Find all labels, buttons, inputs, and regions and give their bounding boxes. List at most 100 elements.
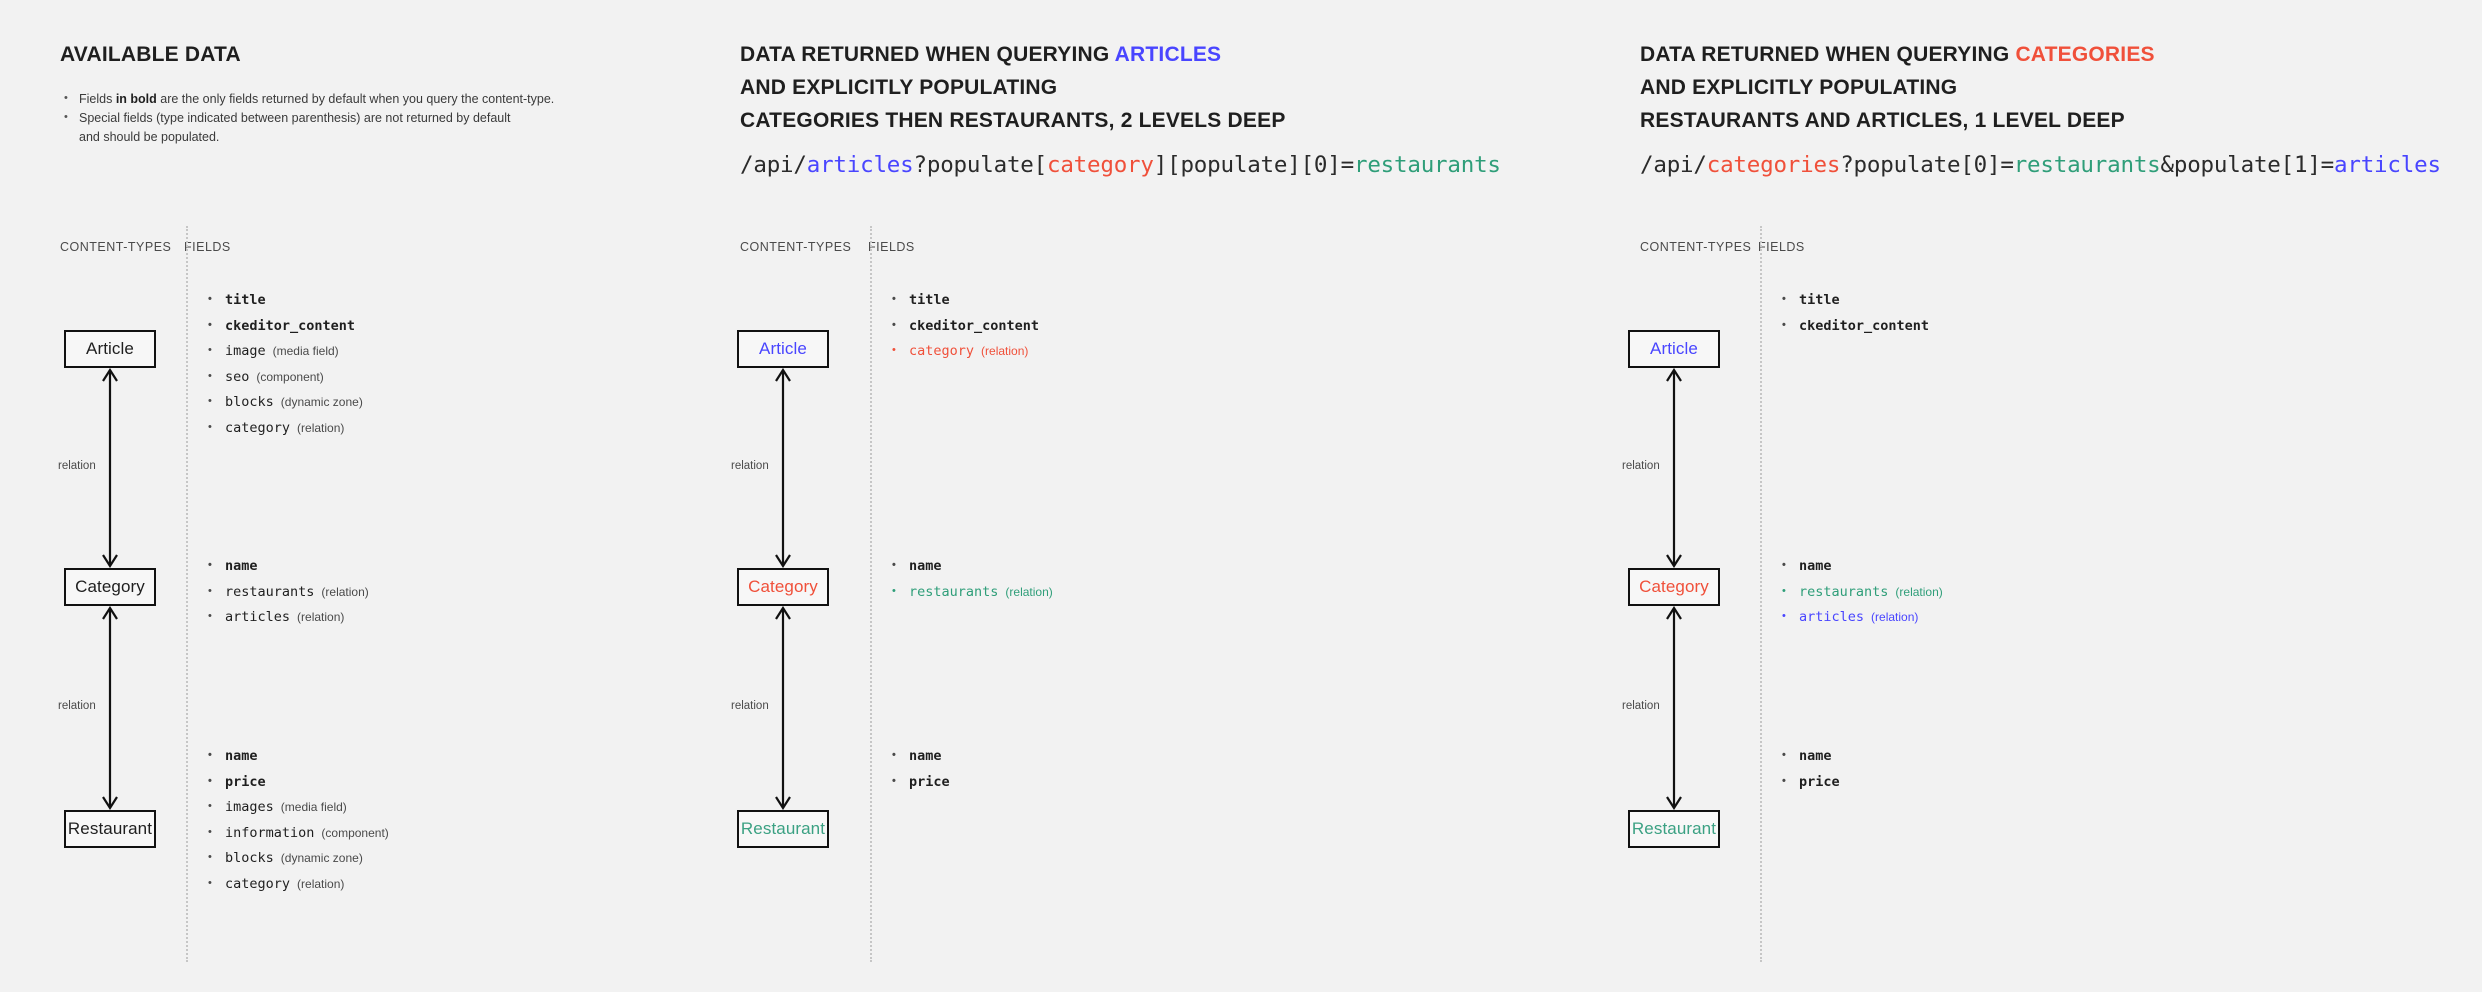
- field-item: restaurants(relation): [1780, 583, 1943, 600]
- bullet-text: and should be populated.: [79, 130, 220, 144]
- relation-label: relation: [731, 460, 769, 472]
- field-item: seo(component): [206, 368, 363, 385]
- heading-line: CATEGORIES THEN RESTAURANTS, 2 LEVELS DE…: [740, 104, 1286, 137]
- entity-box-restaurant[interactable]: Restaurant: [1628, 810, 1720, 848]
- panel-available-data: AVAILABLE DATAFields in bold are the onl…: [0, 0, 720, 992]
- field-name: name: [225, 558, 258, 574]
- field-name: category: [909, 343, 975, 359]
- field-name: name: [909, 558, 942, 574]
- bullet-text: Fields: [79, 92, 116, 106]
- url-segment: ][populate][0]=: [1153, 152, 1354, 178]
- field-list-restaurant: name price: [890, 747, 950, 799]
- url-segment: &populate[1]=: [2160, 152, 2335, 178]
- heading-segment: DATA RETURNED WHEN QUERYING: [740, 43, 1115, 66]
- field-item: articles (relation): [1780, 608, 1943, 625]
- field-type: (relation): [1005, 584, 1053, 599]
- field-name: information: [225, 824, 315, 841]
- relation-label: relation: [58, 460, 96, 472]
- column-divider: [1760, 226, 1762, 962]
- field-item: name: [1780, 557, 1943, 574]
- url-segment: ?populate[: [913, 152, 1048, 178]
- field-item: ckeditor_content: [206, 317, 363, 334]
- api-endpoint-url: /api/articles?populate[category][populat…: [740, 152, 1501, 178]
- relation-arrow: [1660, 367, 1688, 569]
- url-segment: articles: [806, 152, 914, 178]
- api-endpoint-url: /api/categories?populate[0]=restaurants&…: [1640, 152, 2441, 178]
- field-list-category: name restaurants(relation) articles (relati…: [1780, 557, 1943, 635]
- field-name: name: [1799, 558, 1832, 574]
- field-type: (dynamic zone): [280, 851, 363, 865]
- column-label-fields: FIELDS: [1758, 240, 1805, 254]
- url-segment: articles: [2334, 152, 2441, 178]
- field-list-article: titleckeditor_contentimage(media field)s…: [206, 291, 363, 445]
- field-item: information (component): [206, 824, 389, 841]
- field-item: title: [890, 291, 1039, 308]
- field-name: restaurants: [225, 583, 315, 600]
- entity-box-article[interactable]: Article: [1628, 330, 1720, 368]
- entity-box-label: Category: [1639, 577, 1709, 596]
- bullet-text: in bold: [115, 92, 157, 106]
- entity-box-article[interactable]: Article: [64, 330, 156, 368]
- entity-box-category[interactable]: Category: [1628, 568, 1720, 606]
- field-name: articles: [225, 609, 291, 625]
- field-name: price: [225, 773, 266, 790]
- field-item: name: [890, 557, 1053, 574]
- url-segment: categories: [1706, 152, 1841, 178]
- info-bullet-line: and should be populated.: [62, 128, 682, 147]
- entity-box-restaurant[interactable]: Restaurant: [737, 810, 829, 848]
- field-name: category: [225, 875, 291, 892]
- url-segment: /api/: [740, 152, 807, 178]
- relation-label: relation: [1622, 460, 1660, 472]
- field-name: blocks: [225, 394, 274, 410]
- field-type: (component): [321, 825, 389, 840]
- column-label-content-types: CONTENT-TYPES: [1640, 240, 1752, 254]
- field-item: name: [1780, 747, 1840, 764]
- field-name: articles: [1799, 609, 1865, 625]
- heading-line: DATA RETURNED WHEN QUERYING ARTICLES: [740, 38, 1286, 71]
- field-name: restaurants: [1799, 583, 1889, 600]
- field-name: title: [909, 292, 950, 308]
- field-name: restaurants: [909, 583, 999, 600]
- info-bullets: Fields in bold are the only fields retur…: [62, 89, 682, 147]
- field-item: name: [890, 747, 950, 764]
- entity-box-category[interactable]: Category: [737, 568, 829, 606]
- relation-label: relation: [731, 700, 769, 712]
- entity-box-label: Category: [748, 577, 818, 596]
- relation-arrow: [1660, 605, 1688, 811]
- entity-box-article[interactable]: Article: [737, 330, 829, 368]
- field-item: name: [206, 557, 369, 574]
- entity-box-label: Restaurant: [1631, 819, 1717, 838]
- field-item: image(media field): [206, 342, 363, 359]
- field-item: category (relation): [206, 875, 389, 892]
- column-label-content-types: CONTENT-TYPES: [740, 240, 852, 254]
- field-item: images(media field): [206, 798, 389, 815]
- field-type: (relation): [297, 876, 345, 891]
- field-type: (dynamic zone): [280, 395, 363, 409]
- heading-segment: DATA RETURNED WHEN QUERYING: [1640, 43, 2016, 66]
- field-item: category(relation): [206, 419, 363, 436]
- field-type: (media field): [280, 800, 347, 814]
- heading-segment: AND EXPLICITLY POPULATING: [740, 76, 1058, 99]
- entity-box-restaurant[interactable]: Restaurant: [64, 810, 156, 848]
- relation-label: relation: [58, 700, 96, 712]
- field-type: (relation): [981, 344, 1029, 358]
- entity-box-category[interactable]: Category: [64, 568, 156, 606]
- info-bullet-line: Fields in bold are the only fields retur…: [62, 89, 682, 109]
- entity-box-label: Category: [75, 577, 145, 596]
- url-segment: /api/: [1640, 152, 1707, 178]
- entity-box-label: Article: [1650, 339, 1698, 358]
- relation-arrow: [96, 367, 124, 569]
- column-divider: [186, 226, 188, 962]
- heading-segment: CATEGORIES THEN RESTAURANTS, 2 LEVELS DE…: [740, 109, 1286, 132]
- field-name: price: [909, 773, 950, 790]
- field-type: (relation): [1871, 610, 1919, 624]
- entity-box-label: Restaurant: [67, 819, 153, 838]
- field-name: category: [225, 419, 291, 436]
- relation-label: relation: [1622, 700, 1660, 712]
- heading-line: AND EXPLICITLY POPULATING: [1640, 71, 2155, 104]
- field-name: name: [225, 748, 258, 764]
- field-item: ckeditor_content: [1780, 317, 1929, 334]
- column-label-fields: FIELDS: [184, 240, 231, 254]
- field-item: articles(relation): [206, 608, 369, 625]
